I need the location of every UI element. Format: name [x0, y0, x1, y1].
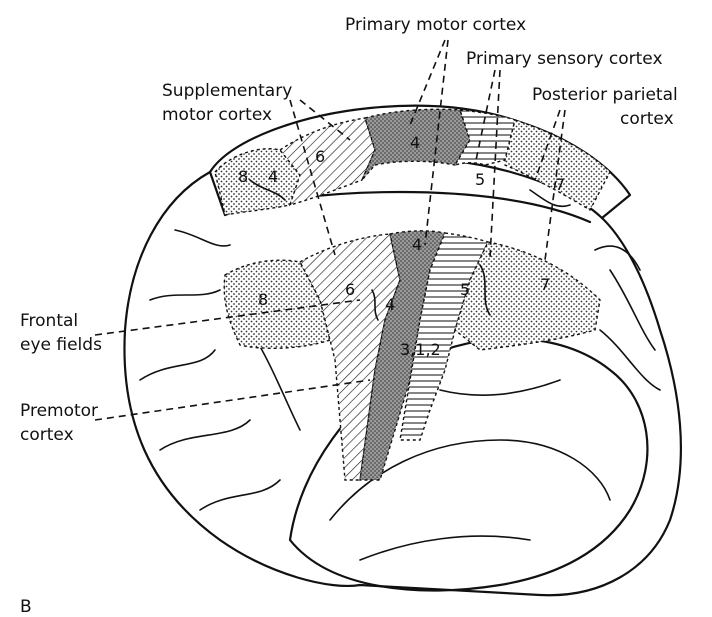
area-number: 4	[385, 295, 395, 314]
area-number: 7	[540, 275, 550, 294]
area-number: 8	[238, 167, 248, 186]
label-supplementary-1: Supplementary	[162, 81, 292, 101]
label-frontal-eye-2: eye fields	[20, 335, 102, 355]
label-primary-sensory-cortex: Primary sensory cortex	[466, 49, 663, 69]
area-number: 4	[268, 167, 278, 186]
area-number: 4	[412, 235, 422, 254]
label-frontal-eye-1: Frontal	[20, 311, 78, 331]
area-number: 4	[410, 133, 420, 152]
label-supplementary-2: motor cortex	[162, 105, 272, 125]
label-premotor-2: cortex	[20, 425, 74, 445]
label-posterior-parietal-2: cortex	[620, 109, 674, 129]
area-number: 5	[460, 280, 470, 299]
label-premotor-1: Premotor	[20, 401, 98, 421]
medial-area-7	[505, 120, 610, 210]
area-number: 6	[315, 147, 325, 166]
area-number: 3,1,2	[400, 340, 441, 359]
area-number: 7	[555, 175, 565, 194]
label-posterior-parietal-1: Posterior parietal	[532, 85, 678, 105]
area-number: 6	[345, 280, 355, 299]
area-number: 8	[258, 290, 268, 309]
panel-label: B	[20, 597, 32, 617]
area-number: 5	[475, 170, 485, 189]
label-primary-motor-cortex: Primary motor cortex	[345, 15, 526, 35]
